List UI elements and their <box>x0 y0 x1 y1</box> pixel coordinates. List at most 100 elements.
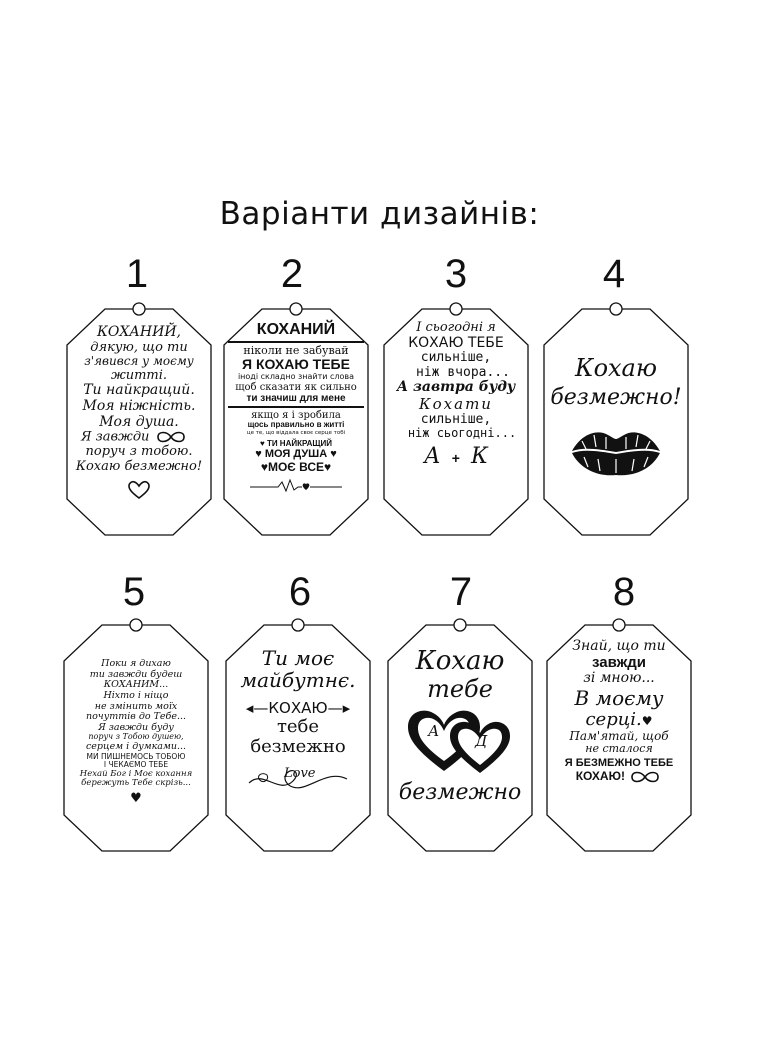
heart-icon: ♥ <box>259 438 265 448</box>
dog-tag-design-4: Кохаю безмежно! <box>538 297 694 547</box>
tag-outline <box>225 618 371 852</box>
text-line: Моя душа. <box>99 413 179 430</box>
text-line: Знай, що ти <box>572 638 666 654</box>
design-number-2: 2 <box>280 252 304 296</box>
heart-outline-icon <box>128 481 150 500</box>
text-line: КОХАЮ! <box>547 768 691 784</box>
monogram-letter: А <box>428 721 440 740</box>
tag-outline <box>543 302 689 536</box>
infinity-icon <box>631 771 660 783</box>
dog-tag-design-8: Знай, що ти завжди зі мною... В моєму се… <box>541 613 697 863</box>
heartbeat-line-icon <box>250 478 342 493</box>
text-line: безмежно <box>250 735 346 757</box>
text-line: МИ ПИШНЕМОСЬ ТОБОЮ <box>86 751 186 761</box>
text-line: дякую, що ти <box>90 339 188 355</box>
infinity-icon <box>156 431 185 443</box>
page-title: Варіанти дизайнів: <box>219 196 540 232</box>
text-line: І сьогодні я <box>416 320 496 335</box>
text-line: Ти найкращий. <box>83 382 195 399</box>
heart-icon: ♥ <box>255 448 262 461</box>
dog-tag-design-2: КОХАНИЙ ніколи не забувай Я КОХАЮ ТЕБЕ і… <box>218 297 374 547</box>
dash-arrow-icon: —▸ <box>327 698 351 717</box>
text-fragment: КОХАЮ! <box>575 768 625 783</box>
design-number-7: 7 <box>449 570 473 614</box>
lips-kiss-icon <box>572 431 660 475</box>
text-fragment: ТИ НАЙКРАЩИЙ <box>266 438 333 448</box>
monogram-letter: А <box>423 443 441 469</box>
text-line: В моєму <box>574 686 664 711</box>
heart-icon: ♥ <box>260 459 268 474</box>
text-line: почуттів до Тебе... <box>85 711 187 723</box>
text-line: не змінить моїх <box>94 700 178 712</box>
tag-outline <box>66 302 212 536</box>
text-line: майбутнє. <box>240 668 356 693</box>
text-line: Я завжди <box>67 430 211 445</box>
text-line: житті. <box>110 367 168 383</box>
text-fragment: серці. <box>585 708 642 730</box>
text-line: щоб сказати як сильно <box>235 381 357 393</box>
text-line: завжди <box>591 653 646 671</box>
text-line: безмежно! <box>550 384 682 410</box>
text-line: Поки я дихаю <box>101 658 171 669</box>
text-line: КОХАНИЙ, <box>97 324 181 340</box>
text-line: Ніхто і ніщо <box>103 689 169 701</box>
text-fragment: Я завжди <box>81 429 150 445</box>
monogram-plus: + <box>451 449 460 466</box>
divider <box>228 406 364 409</box>
text-line: Я завжди буду <box>98 721 174 733</box>
double-heart-icon <box>408 710 510 773</box>
text-line: іноді складно знайти слова <box>237 371 355 381</box>
text-line: безмежно <box>398 779 522 805</box>
text-line: тебе <box>276 715 320 737</box>
text-line: І ЧЕКАЄМО ТЕБЕ <box>103 760 169 770</box>
text-line: Моя ніжність. <box>82 397 196 414</box>
design-number-3: 3 <box>444 252 468 296</box>
text-line: не сталося <box>585 742 653 756</box>
text-line: КОХАНИЙ <box>256 321 336 338</box>
text-line: Кохати <box>419 394 493 413</box>
monogram-letter: К <box>471 443 489 469</box>
monogram: А + К <box>384 443 528 470</box>
design-number-1: 1 <box>125 252 149 296</box>
text-line: поруч з Тобою душею, <box>88 732 184 742</box>
double-hearts: А Д <box>388 705 532 775</box>
text-line: з'явився у моєму <box>84 354 194 369</box>
text-line: Кохаю <box>415 646 505 676</box>
text-line: зі мною... <box>583 670 655 687</box>
text-line: ♥ ТИ НАЙКРАЩИЙ <box>224 438 368 449</box>
text-line: Я БЕЗМЕЖНО ТЕБЕ <box>564 757 674 770</box>
text-line: поруч з тобою. <box>85 444 193 460</box>
text-line: КОХАЮ ТЕБЕ <box>408 334 504 351</box>
text-line: Я КОХАЮ ТЕБЕ <box>242 356 350 373</box>
text-line: Кохаю <box>575 354 657 382</box>
text-line: ніколи не забувай <box>243 343 349 357</box>
design-number-6: 6 <box>288 570 312 614</box>
text-line: ♥ МОЯ ДУША ♥ <box>224 448 368 460</box>
text-line: щось правильно в житті <box>247 420 345 430</box>
monogram-letter: Д <box>475 731 488 750</box>
text-line: Кохаю безмежно! <box>75 458 203 474</box>
heart-icon: ♥ <box>641 713 653 728</box>
text-fragment: МОЯ ДУША <box>264 448 328 461</box>
tag-outline <box>383 302 529 536</box>
text-line: ти значиш для мене <box>246 393 346 405</box>
text-line: бережуть Тебе скрізь... <box>81 778 191 789</box>
dog-tag-design-6: Ти моє майбутнє. ◂—КОХАЮ—▸ тебе безмежно… <box>220 613 376 863</box>
text-line: сильніше, <box>420 411 492 427</box>
tag-outline <box>63 618 209 852</box>
text-line: Нехай Бог і Моє кохання <box>79 768 193 779</box>
text-line: якщо я і зробила <box>251 410 341 422</box>
text-line: тебе <box>427 675 493 704</box>
dog-tag-design-1: КОХАНИЙ, дякую, що ти з'явився у моєму ж… <box>61 297 217 547</box>
text-fragment: КОХАЮ <box>268 698 328 717</box>
divider <box>228 340 364 343</box>
design-number-5: 5 <box>122 570 146 614</box>
text-line: сильніше, <box>420 350 492 366</box>
text-line: ◂—КОХАЮ—▸ <box>226 698 370 717</box>
text-line: Пам'ятай, щоб <box>569 728 669 743</box>
flourish-swirl-icon <box>248 769 348 789</box>
dash-arrow-icon: ◂— <box>245 698 269 717</box>
dog-tag-design-7: Кохаю тебе А Д безмежно <box>382 613 538 863</box>
tag-outline <box>546 618 692 852</box>
design-number-4: 4 <box>602 252 626 296</box>
